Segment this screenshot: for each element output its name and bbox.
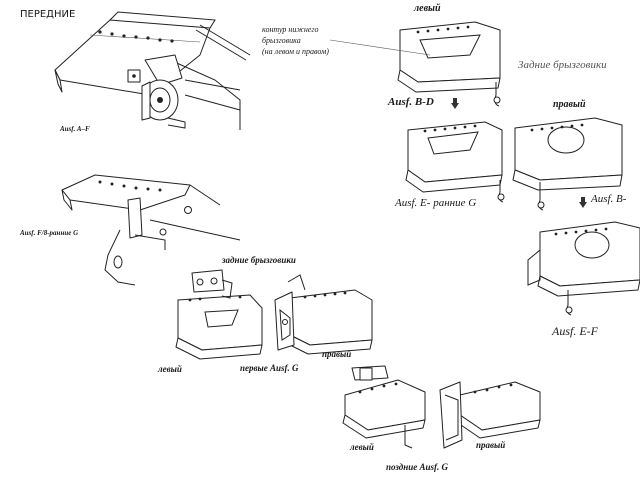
rear-left-e-early-g-drawing (405, 121, 505, 203)
rear-right-label: правый (553, 99, 586, 110)
rear-b-d-label: Ausf. B-D (388, 96, 434, 108)
g-right-label: правый (322, 349, 352, 359)
arrow-down-icon (579, 197, 587, 208)
front-mudguard-f8-early-g-drawing (61, 174, 241, 286)
first-g-right-drawing (274, 274, 373, 355)
late-right-label: правый (476, 440, 506, 450)
rear-right-e-f-drawing (527, 221, 640, 316)
front-mudguard-a-f-drawing (54, 11, 251, 130)
arrow-down-icon (451, 98, 459, 109)
late-left-label: левый (350, 442, 374, 452)
rear-title: Задние брызговики (518, 59, 607, 71)
late-g-label: поздние Ausf. G (386, 462, 448, 472)
rear-b-right-label: Ausf. B- (591, 193, 627, 205)
rear-e-f-label: Ausf. E-F (552, 324, 598, 338)
late-g-left-drawing (342, 365, 426, 449)
rear-e-early-g-label: Ausf. E- ранние G (395, 197, 477, 209)
contour-note-line2: брызговика (262, 36, 301, 45)
rear-right-b-drawing (512, 117, 623, 211)
contour-leader-line (329, 39, 431, 56)
front-title: ПЕРЕДНИЕ (20, 9, 76, 20)
rear-left-b-d-drawing (397, 21, 501, 107)
late-g-right-drawing (439, 381, 541, 449)
front-f8-early-g-label: Ausf. F/8-ранние G (20, 229, 79, 237)
g-first-g-label: первые Ausf. G (240, 363, 299, 373)
contour-note-line1: контур нижнего (262, 25, 319, 34)
rear-left-label: левый (414, 3, 441, 14)
g-left-label: левый (158, 364, 182, 374)
front-a-f-label: Ausf. A–F (60, 125, 90, 133)
first-g-left-drawing (175, 269, 263, 360)
g-rear-title: задние брызговики (222, 255, 296, 265)
contour-note-line3: (на левом и правом) (262, 47, 329, 56)
